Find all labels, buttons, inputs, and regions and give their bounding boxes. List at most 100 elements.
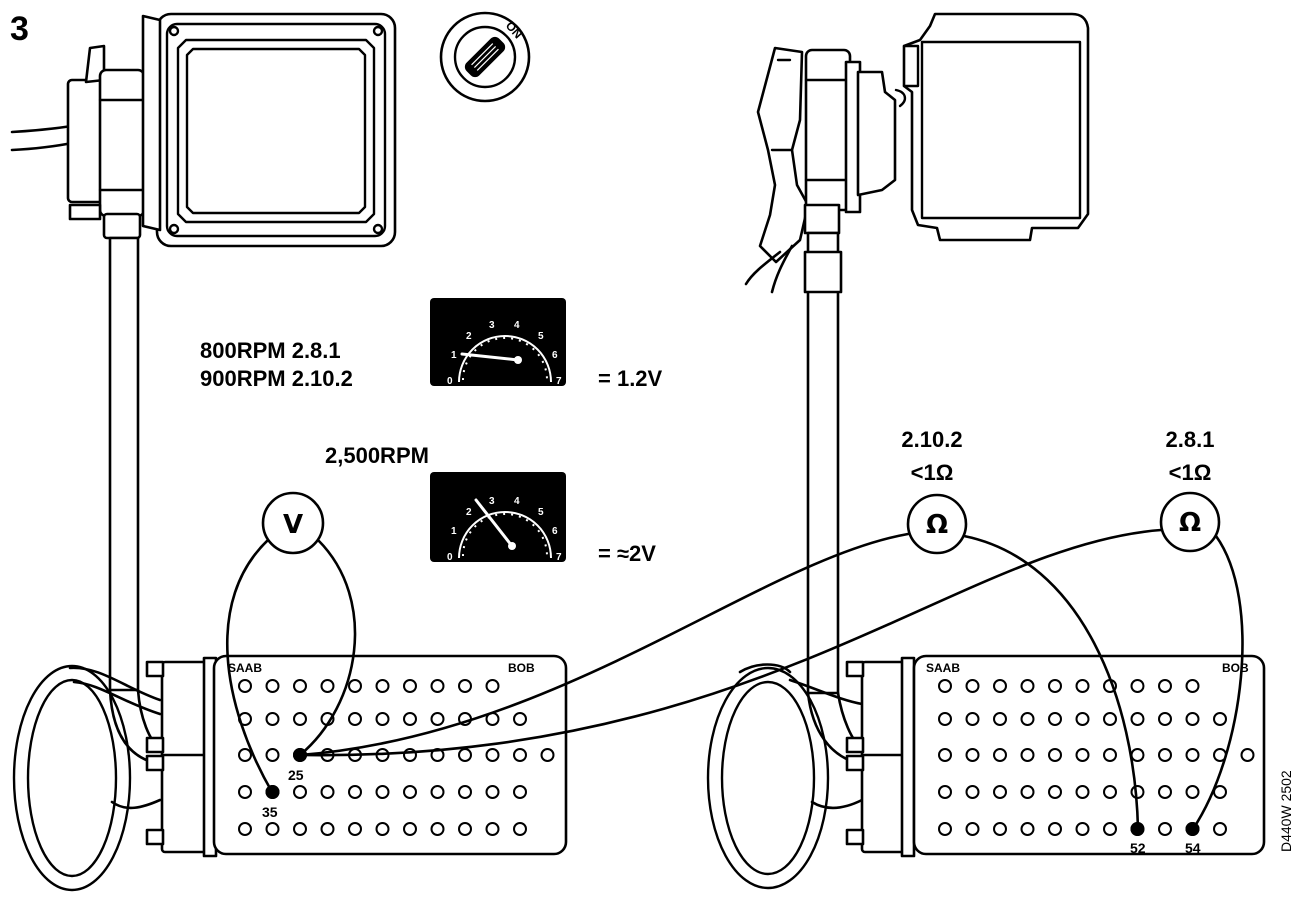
breakout-box-right: SAAB BOB bbox=[912, 654, 1266, 856]
pin-label-54: 54 bbox=[1185, 840, 1201, 856]
control-module-left bbox=[155, 12, 397, 248]
ohmmeter-2: 2.8.1 <1Ω Ω bbox=[1159, 427, 1221, 553]
bob-socket bbox=[293, 679, 307, 693]
bob-socket bbox=[348, 822, 362, 836]
bob-socket bbox=[458, 785, 472, 799]
bob-socket bbox=[430, 712, 445, 726]
breakout-box-left: SAAB BOB bbox=[212, 654, 568, 856]
bob-socket bbox=[1185, 748, 1200, 762]
bob-socket bbox=[1103, 748, 1117, 762]
bob-socket bbox=[485, 822, 500, 836]
bob-socket bbox=[1213, 822, 1227, 836]
harness-connector-right bbox=[744, 46, 897, 294]
bob-socket bbox=[938, 748, 952, 762]
ohm-symbol: Ω bbox=[1179, 508, 1201, 538]
bob-socket bbox=[1048, 679, 1062, 693]
bob-socket bbox=[1185, 712, 1200, 726]
bob-socket bbox=[403, 785, 417, 799]
bob-socket bbox=[513, 712, 527, 726]
bob-socket bbox=[1103, 712, 1117, 726]
bob-socket bbox=[993, 712, 1007, 726]
bob-socket bbox=[265, 679, 280, 693]
gauge-tick: 4 bbox=[514, 496, 520, 507]
gauge-needle bbox=[474, 498, 514, 548]
voltmeter-lead-35 bbox=[225, 538, 274, 794]
bob-socket bbox=[1158, 822, 1172, 836]
bob-socket bbox=[1075, 712, 1090, 726]
bob-socket bbox=[938, 785, 952, 799]
cable-loop-right bbox=[706, 663, 864, 890]
bob-socket bbox=[1185, 785, 1200, 799]
bob-socket bbox=[965, 748, 980, 762]
high-rpm-value: = ≈2V bbox=[598, 541, 656, 566]
bob-socket bbox=[1020, 748, 1035, 762]
idle-reading-line2: 900RPM 2.10.2 bbox=[200, 366, 353, 391]
bob-socket bbox=[375, 785, 390, 799]
bob-socket bbox=[1075, 748, 1090, 762]
bob-socket bbox=[965, 679, 980, 693]
bob-brand-left: SAAB bbox=[228, 661, 262, 675]
air-mass-meter-right bbox=[894, 12, 1090, 242]
bob-socket bbox=[485, 679, 500, 693]
bob-socket bbox=[1213, 712, 1227, 726]
bob-socket bbox=[238, 679, 252, 693]
ohm-symbol: Ω bbox=[926, 510, 948, 540]
ohmmeter-limit: <1Ω bbox=[911, 460, 954, 485]
bob-socket bbox=[1020, 822, 1035, 836]
gauge-tick: 7 bbox=[556, 376, 562, 387]
high-rpm-label: 2,500RPM bbox=[325, 443, 429, 468]
bob-socket bbox=[485, 785, 500, 799]
bob-socket bbox=[938, 679, 952, 693]
bob-socket bbox=[430, 679, 445, 693]
gauge-tick: 5 bbox=[538, 331, 544, 342]
bob-brand-right: SAAB bbox=[926, 661, 960, 675]
gauge-tick: 3 bbox=[489, 320, 495, 331]
screw-icon bbox=[372, 223, 384, 235]
gauge-tick: 3 bbox=[489, 496, 495, 507]
bob-socket bbox=[1240, 748, 1255, 762]
bob-socket bbox=[1103, 785, 1117, 799]
ignition-key-icon bbox=[464, 36, 506, 78]
bob-socket bbox=[1130, 712, 1145, 726]
gauge-high-rpm: 0 1 2 3 4 5 6 7 bbox=[430, 472, 566, 563]
bob-socket bbox=[1130, 679, 1145, 693]
bob-socket bbox=[1075, 822, 1090, 836]
pin-label-35: 35 bbox=[262, 804, 278, 820]
bob-socket bbox=[993, 748, 1007, 762]
bob-socket bbox=[238, 785, 252, 799]
cable-left bbox=[108, 236, 140, 692]
bob-socket bbox=[293, 822, 307, 836]
bob-socket bbox=[1185, 679, 1200, 693]
bob-socket bbox=[965, 785, 980, 799]
cable-loop-left bbox=[12, 664, 162, 892]
bob-socket bbox=[458, 748, 472, 762]
bob-socket bbox=[403, 679, 417, 693]
ohmmeter2-lead-25 bbox=[298, 528, 1163, 757]
bob-socket bbox=[1048, 712, 1062, 726]
bob-socket bbox=[540, 748, 555, 762]
bob-socket bbox=[1020, 679, 1035, 693]
bob-socket bbox=[320, 679, 335, 693]
gauge-idle: 0 1 2 3 4 5 6 7 bbox=[430, 298, 566, 387]
screw-icon bbox=[168, 25, 180, 37]
bob-socket bbox=[513, 822, 527, 836]
bob-socket bbox=[938, 712, 952, 726]
ohmmeter-limit: <1Ω bbox=[1169, 460, 1212, 485]
bob-socket bbox=[513, 785, 527, 799]
step-number: 3 bbox=[10, 10, 29, 48]
bob-socket bbox=[375, 712, 390, 726]
screw-icon bbox=[372, 25, 384, 37]
idle-reading-line1: 800RPM 2.8.1 bbox=[200, 338, 341, 363]
harness-connector-left bbox=[10, 14, 162, 240]
ignition-switch: ON bbox=[439, 11, 531, 103]
bob-socket bbox=[1020, 785, 1035, 799]
gauge-tick: 6 bbox=[552, 350, 558, 361]
bob-socket bbox=[348, 712, 362, 726]
voltmeter-symbol: V bbox=[283, 510, 303, 540]
cable-right bbox=[803, 231, 843, 695]
test-leads bbox=[225, 528, 1244, 831]
voltmeter: V bbox=[261, 491, 325, 555]
bob-socket bbox=[1130, 748, 1145, 762]
bob-label-right: BOB bbox=[1222, 661, 1249, 675]
idle-reading-value: = 1.2V bbox=[598, 366, 663, 391]
